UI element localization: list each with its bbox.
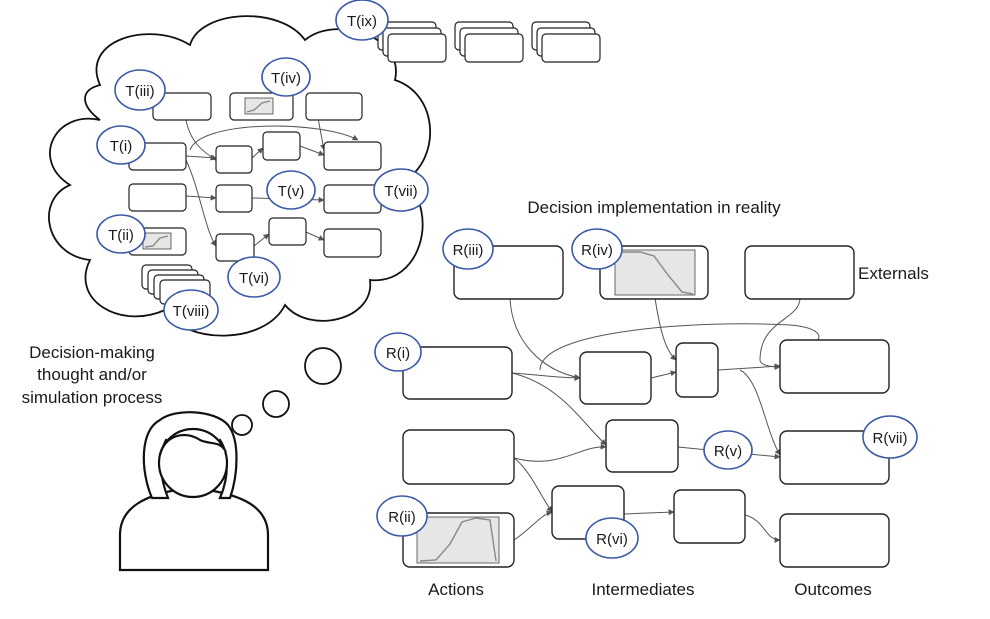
- thought-box-action-2: [128, 183, 187, 212]
- reality-box-inter-1: [579, 351, 652, 405]
- badge-r-iv: R(iv): [571, 228, 623, 270]
- reality-box-action-2: [402, 429, 515, 485]
- thought-bubble-small: [231, 414, 253, 436]
- thought-box-top-right: [305, 92, 363, 121]
- t-ix-stacks: [377, 21, 601, 63]
- svg-text:T(ii): T(ii): [108, 227, 134, 244]
- svg-text:R(ii): R(ii): [388, 509, 416, 526]
- badge-t-i: T(i): [96, 125, 146, 165]
- thought-boxes: [128, 92, 382, 305]
- thought-box-inter-2: [262, 131, 301, 161]
- svg-text:R(v): R(v): [714, 443, 742, 460]
- badge-t-ix: T(ix): [335, 0, 389, 41]
- badge-r-ii: R(ii): [376, 495, 428, 537]
- badges: T(iii) T(iv) T(i) T(v) T(vii) T(ii) T(vi…: [96, 0, 918, 559]
- reality-box-inter-2: [675, 342, 719, 398]
- thought-box-inter-4: [215, 233, 255, 262]
- reality-box-r-i: [402, 346, 513, 400]
- thought-box-inter-5: [268, 217, 307, 246]
- externals-label: Externals: [858, 264, 929, 283]
- reality-box-outcome-3: [779, 513, 890, 568]
- thought-box-outcome-1: [323, 141, 382, 171]
- reality-boxes: [402, 245, 890, 568]
- badge-r-i: R(i): [374, 332, 422, 372]
- reality-box-outcome-1: [779, 339, 890, 394]
- svg-text:T(ix): T(ix): [347, 13, 377, 30]
- svg-text:T(v): T(v): [278, 183, 305, 200]
- thought-box-outcome-2: [323, 184, 382, 214]
- thought-bubble-large: [304, 347, 342, 385]
- reality-box-inter-5: [673, 489, 746, 544]
- svg-text:T(vii): T(vii): [384, 183, 417, 200]
- thought-bubble-medium: [262, 390, 290, 418]
- thought-box-inter-3: [215, 184, 253, 213]
- svg-text:T(iv): T(iv): [271, 70, 301, 87]
- thought-mini-plot-line-2: [144, 235, 169, 248]
- badge-t-ii: T(ii): [96, 214, 146, 254]
- reality-box-inter-3: [605, 419, 679, 473]
- outcomes-label: Outcomes: [794, 580, 871, 599]
- thought-box-inter-1: [215, 145, 253, 174]
- badge-t-iv: T(iv): [261, 57, 311, 97]
- badge-t-viii: T(viii): [163, 289, 219, 331]
- thought-box-outcome-3: [323, 228, 382, 258]
- svg-text:R(iv): R(iv): [581, 242, 613, 259]
- reality-plot-line-r-iv: [618, 251, 694, 295]
- thought-label-line3: simulation process: [22, 388, 163, 407]
- reality-plot-line-r-ii: [419, 517, 497, 562]
- badge-t-vi: T(vi): [227, 256, 281, 298]
- thought-mini-plot-line: [246, 100, 271, 113]
- thought-label-line1: Decision-making: [29, 343, 155, 362]
- badge-r-v: R(v): [703, 430, 753, 470]
- badge-r-vi: R(vi): [585, 517, 639, 559]
- badge-r-iii: R(iii): [442, 228, 494, 270]
- person-icon: [118, 411, 270, 572]
- badge-t-vii: T(vii): [373, 168, 429, 212]
- badge-t-iii: T(iii): [114, 69, 166, 111]
- svg-text:T(vi): T(vi): [239, 270, 269, 287]
- svg-text:T(i): T(i): [110, 138, 133, 155]
- badge-t-v: T(v): [266, 170, 316, 210]
- svg-text:R(iii): R(iii): [453, 242, 484, 259]
- thought-label-line2: thought and/or: [37, 365, 147, 384]
- svg-text:R(vi): R(vi): [596, 531, 628, 548]
- actions-label: Actions: [428, 580, 484, 599]
- svg-text:T(iii): T(iii): [125, 83, 154, 100]
- reality-plot-r-ii: [416, 516, 500, 564]
- badge-r-vii: R(vii): [862, 415, 918, 459]
- intermediates-label: Intermediates: [592, 580, 695, 599]
- svg-text:T(viii): T(viii): [173, 303, 210, 320]
- svg-text:R(vii): R(vii): [873, 430, 908, 447]
- externals-box: [744, 245, 855, 300]
- svg-text:R(i): R(i): [386, 345, 410, 362]
- implementation-label: Decision implementation in reality: [527, 198, 781, 217]
